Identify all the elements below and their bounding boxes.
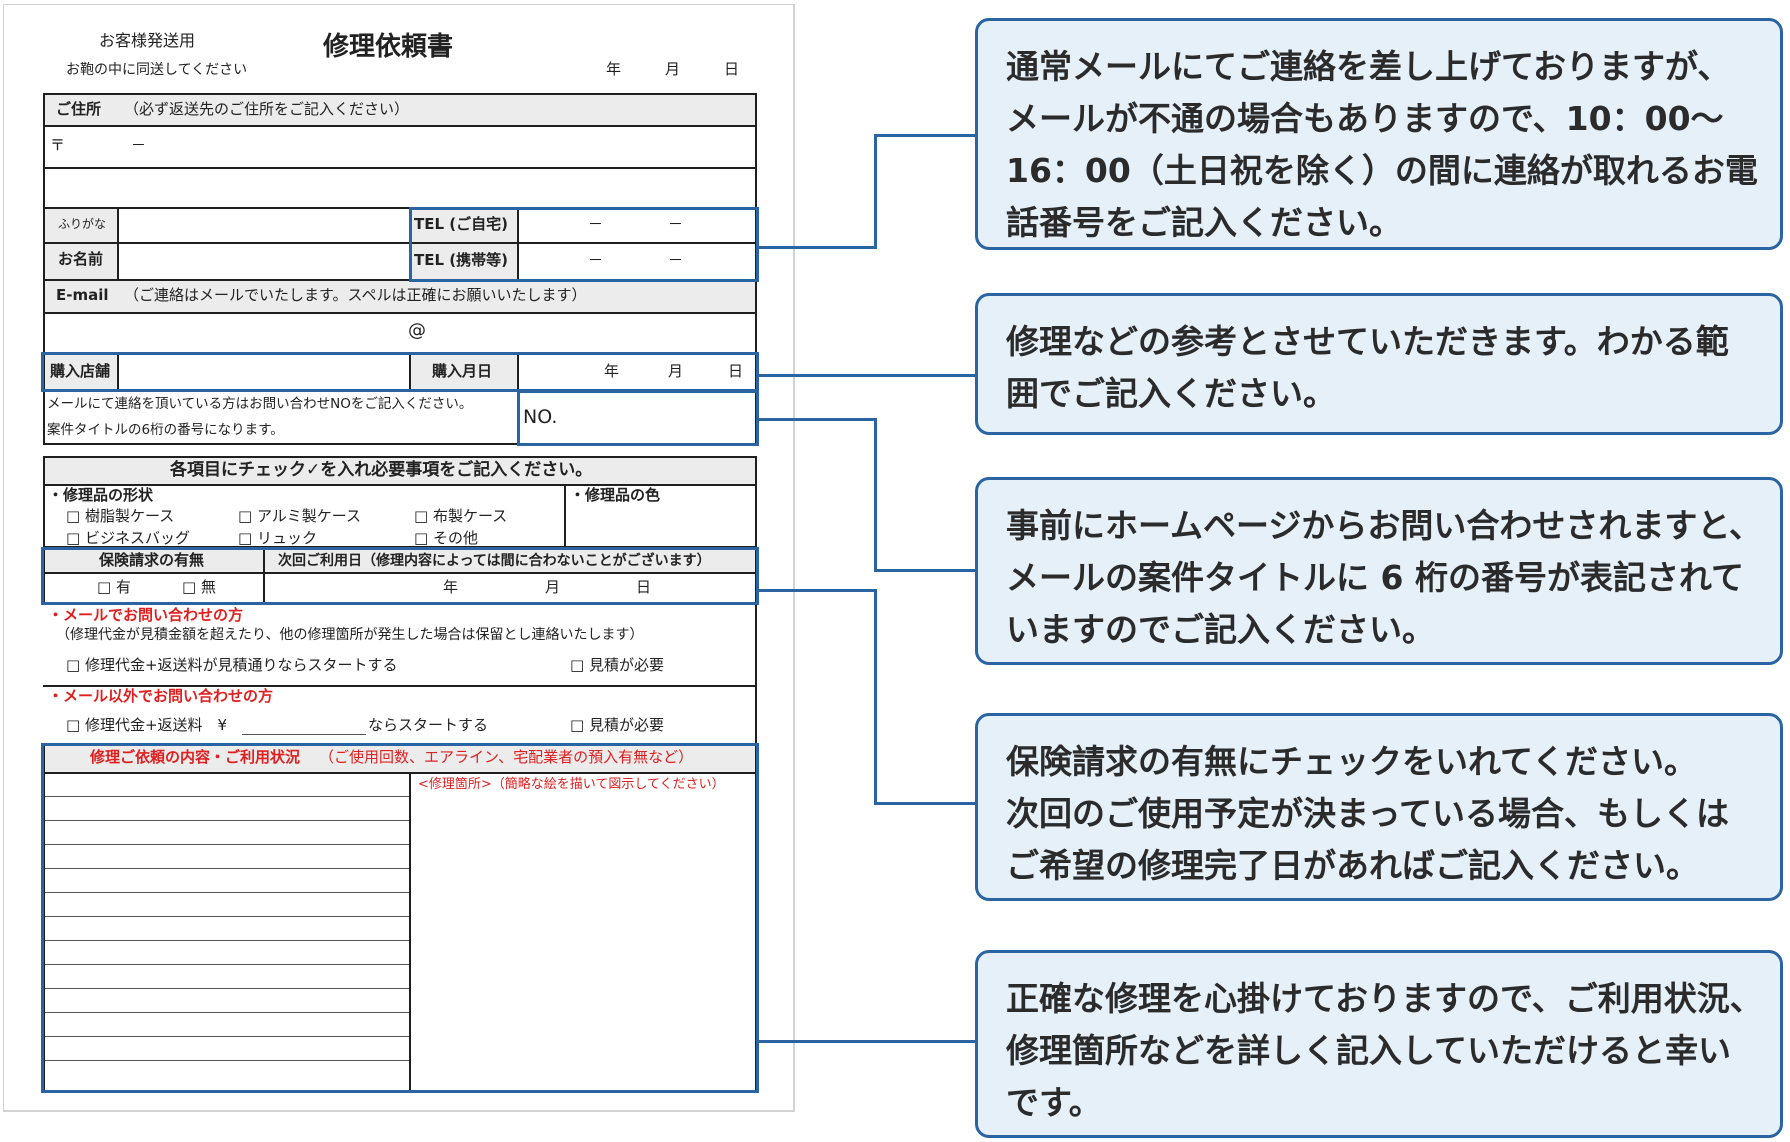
email-inquiry-label: ・メールでお問い合わせの方 — [48, 606, 244, 624]
tel-home-dash-2: － — [668, 215, 684, 233]
highlight-details — [41, 743, 759, 1093]
furigana-field[interactable] — [119, 209, 409, 242]
header-year: 年 — [606, 60, 622, 78]
callout-5-line-1: 正確な修理を心掛けておりますので、ご利用状況、 — [1006, 979, 1763, 1018]
furigana-label: ふりがな — [58, 217, 107, 231]
enclose-note: お鞄の中に同送してください — [66, 62, 248, 78]
callout-4-line-1: 保険請求の有無にチェックをいれてください。 — [1006, 742, 1698, 781]
email-note: （ご連絡はメールでいたします。スペルは正確にお願いいたします） — [124, 286, 587, 304]
callout-details-info: 正確な修理を心掛けておりますので、ご利用状況、 修理箇所などを詳しく記入していた… — [975, 950, 1783, 1138]
header-month: 月 — [665, 60, 681, 78]
callout-1-line-2: メールが不通の場合もありますので、10：00～ — [1006, 99, 1724, 138]
insurance-label: 保険請求の有無 — [99, 551, 205, 569]
postal-mark: 〒 — [50, 136, 66, 154]
details-label: 修理ご依頼の内容・ご利用状況 — [90, 748, 301, 766]
shape-label: ・修理品の形状 — [48, 486, 154, 504]
email-field[interactable] — [45, 314, 755, 352]
callout-2-line-2: 囲でご記入ください。 — [1006, 374, 1336, 413]
purchase-date-label: 購入月日 — [432, 362, 493, 380]
color-label: ・修理品の色 — [570, 486, 661, 504]
highlight-inquiry-no — [517, 390, 759, 446]
callout-1-line-3: 16：00（土日祝を除く）の間に連絡が取れるお電 — [1006, 151, 1758, 190]
shape-option-fabric[interactable]: □ 布製ケース — [414, 507, 508, 525]
email-estimate-option[interactable]: □ 見積が必要 — [570, 656, 664, 674]
callout-4-line-3: ご希望の修理完了日があればご記入ください。 — [1006, 846, 1699, 885]
amount-field[interactable] — [242, 714, 366, 734]
next-use-month: 月 — [545, 578, 561, 596]
email-inquiry-note: （修理代金が見積金額を超えたり、他の修理箇所が発生した場合は保留とし連絡いたしま… — [56, 627, 644, 643]
highlight-purchase-row — [41, 352, 759, 392]
highlight-insurance-row — [41, 547, 759, 605]
insurance-yes-checkbox[interactable]: □ 有 — [97, 578, 131, 596]
postal-code-field[interactable] — [45, 127, 755, 167]
callout-1-line-4: 話番号をご記入ください。 — [1006, 203, 1402, 242]
other-start-suffix: ならスタートする — [368, 716, 489, 734]
form-title: 修理依頼書 — [323, 32, 454, 62]
shape-option-resin[interactable]: □ 樹脂製ケース — [66, 507, 175, 525]
callout-inquiry-no-info: 事前にホームページからお問い合わせされますと、 メールの案件タイトルに 6 桁の… — [975, 477, 1783, 665]
check-heading: 各項目にチェック✓を入れ必要事項をご記入ください。 — [170, 460, 593, 480]
tel-mobile-dash-2: － — [668, 251, 684, 269]
purchase-day: 日 — [728, 362, 744, 380]
shape-option-other[interactable]: □ その他 — [414, 529, 478, 547]
callout-5-line-2: 修理箇所などを詳しく記入していただけると幸い — [1006, 1031, 1732, 1070]
email-label: E-mail — [56, 286, 109, 304]
callout-insurance-info: 保険請求の有無にチェックをいれてください。 次回のご使用予定が決まっている場合、… — [975, 713, 1783, 901]
callout-3-line-2: メールの案件タイトルに 6 桁の番号が表記されて — [1006, 558, 1744, 597]
name-label: お名前 — [58, 250, 104, 268]
tel-mobile-label: TEL (携帯等) — [414, 251, 508, 269]
callout-1-line-1: 通常メールにてご連絡を差し上げておりますが、 — [1006, 47, 1731, 86]
next-use-label: 次回ご利用日（修理内容によっては間に合わないことがございます） — [278, 553, 711, 569]
postal-dash: － — [131, 136, 147, 154]
callout-purchase-info: 修理などの参考とさせていただきます。わかる範 囲でご記入ください。 — [975, 293, 1783, 435]
callout-2-line-1: 修理などの参考とさせていただきます。わかる範 — [1006, 322, 1729, 361]
name-field[interactable] — [119, 244, 409, 279]
shape-option-backpack[interactable]: □ リュック — [238, 529, 317, 547]
address-note: （必ず返送先のご住所をご記入ください） — [124, 100, 410, 118]
email-start-option[interactable]: □ 修理代金+返送料が見積通りならスタートする — [66, 656, 398, 674]
address-field[interactable] — [45, 169, 755, 207]
address-label: ご住所 — [56, 100, 102, 118]
highlight-tel-numbers — [409, 207, 759, 282]
next-use-day: 日 — [636, 578, 652, 596]
insurance-no-checkbox[interactable]: □ 無 — [182, 578, 216, 596]
callout-3-line-3: いますのでご記入ください。 — [1006, 610, 1435, 649]
details-note: （ご使用回数、エアライン、宅配業者の預入有無など） — [319, 748, 694, 766]
amount-underline — [242, 734, 366, 735]
email-at-mark: @ — [408, 320, 426, 341]
purchase-store-label: 購入店舗 — [50, 362, 111, 380]
tel-home-dash-1: － — [588, 215, 604, 233]
header-day: 日 — [724, 60, 740, 78]
other-start-prefix[interactable]: □ 修理代金+返送料 ¥ — [66, 716, 228, 734]
tel-mobile-dash-1: － — [588, 251, 604, 269]
other-inquiry-label: ・メール以外でお問い合わせの方 — [48, 687, 274, 705]
shape-option-business-bag[interactable]: □ ビジネスバッグ — [66, 529, 190, 547]
callout-4-line-2: 次回のご使用予定が決まっている場合、もしくは — [1006, 794, 1730, 833]
inquiry-note-line-1: メールにて連絡を頂いている方はお問い合わせNOをご記入ください。 — [47, 396, 473, 412]
callout-3-line-1: 事前にホームページからお問い合わせされますと、 — [1006, 506, 1763, 545]
customer-copy-label: お客様発送用 — [99, 31, 196, 50]
other-estimate-option[interactable]: □ 見積が必要 — [570, 716, 664, 734]
callout-5-line-3: です。 — [1006, 1083, 1102, 1122]
next-use-year: 年 — [443, 578, 459, 596]
purchase-year: 年 — [604, 362, 620, 380]
purchase-month: 月 — [668, 362, 684, 380]
inquiry-note-line-2: 案件タイトルの6桁の番号になります。 — [47, 422, 284, 438]
sketch-note: <修理箇所>（簡略な絵を描いて図示してください） — [418, 777, 725, 792]
inquiry-no-label: NO. — [523, 406, 558, 428]
callout-tel-info: 通常メールにてご連絡を差し上げておりますが、 メールが不通の場合もありますので、… — [975, 18, 1783, 250]
color-field[interactable] — [566, 508, 755, 546]
tel-home-label: TEL (ご自宅) — [414, 215, 508, 233]
shape-option-aluminum[interactable]: □ アルミ製ケース — [238, 507, 362, 525]
